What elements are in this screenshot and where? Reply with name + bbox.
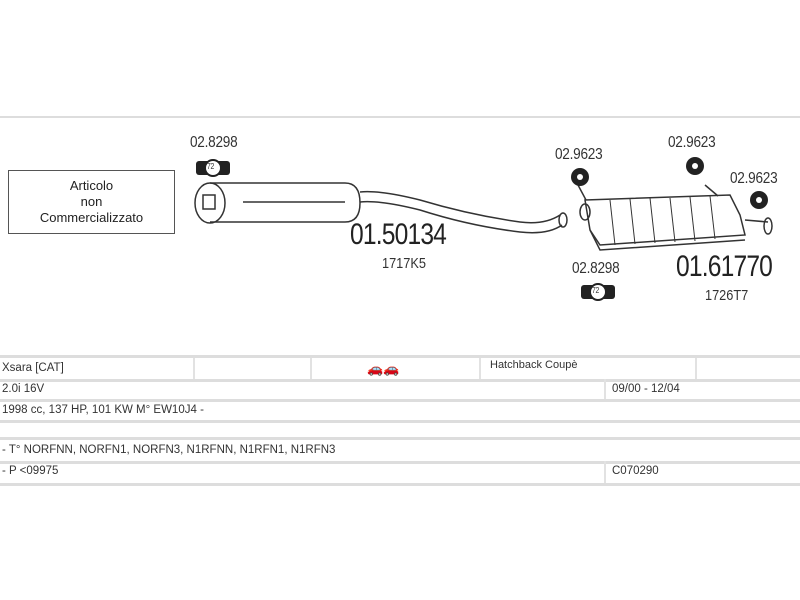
rubber-mount-code: 02.9623 — [555, 146, 603, 163]
rubber-mount-icon — [571, 157, 768, 209]
rear-silencer-drawing — [577, 184, 773, 251]
clamp-size: 72 — [207, 162, 215, 171]
rubber-mount-code: 02.9623 — [730, 170, 778, 187]
table-row: - T° NORFNN, NORFN1, NORFN3, N1RFNN, N1R… — [0, 437, 800, 464]
car-body-icon: 🚗🚗 — [367, 361, 400, 376]
clamp-code-rear: 02.8298 — [572, 260, 620, 277]
divider — [0, 116, 800, 118]
not-sold-box: Articolo non Commercializzato — [8, 170, 175, 234]
table-row: 2.0i 16V 09/00 - 12/04 — [0, 379, 800, 402]
model: Xsara [CAT] — [2, 362, 64, 374]
clamp-code-front: 02.8298 — [190, 134, 238, 151]
part-code: 01.50134 — [350, 218, 447, 251]
not-sold-line3: Commercializzato — [39, 210, 144, 225]
table-row: Xsara [CAT] 🚗🚗 Hatchback Coupè — [0, 355, 800, 382]
part-ref: 1717K5 — [382, 255, 426, 272]
rubber-mount-code: 02.9623 — [668, 134, 716, 151]
type-codes: - T° NORFNN, NORFN1, NORFN3, N1RFNN, N1R… — [2, 444, 336, 456]
catalog-code: C070290 — [612, 465, 659, 477]
engine: 2.0i 16V — [2, 383, 45, 395]
specs: 1998 cc, 137 HP, 101 KW M° EW10J4 - — [2, 404, 204, 416]
exhaust-drawing — [194, 157, 773, 301]
table-row: 1998 cc, 137 HP, 101 KW M° EW10J4 - — [0, 402, 800, 423]
serial: - P <09975 — [2, 465, 59, 477]
not-sold-line1: Articolo — [69, 178, 114, 193]
not-sold-line2: non — [80, 194, 103, 209]
clamp-icon — [581, 283, 615, 301]
clamp-icon — [196, 159, 230, 177]
body-type: Hatchback Coupè — [490, 359, 578, 371]
years: 09/00 - 12/04 — [612, 383, 680, 395]
clamp-size: 72 — [592, 286, 600, 295]
part-ref: 1726T7 — [705, 287, 749, 304]
table-row: - P <09975 C070290 — [0, 461, 800, 486]
part-code: 01.61770 — [676, 250, 773, 283]
middle-silencer-drawing — [194, 182, 568, 234]
